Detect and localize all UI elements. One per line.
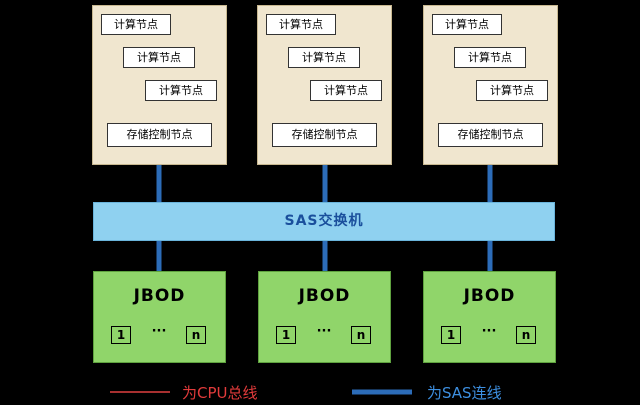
server-cluster-2: 计算节点 计算节点 计算节点 存储控制节点 — [257, 5, 392, 165]
storage-controller-node: 存储控制节点 — [107, 123, 212, 147]
compute-node: 计算节点 — [288, 47, 360, 68]
server-cluster-3: 计算节点 计算节点 计算节点 存储控制节点 — [423, 5, 558, 165]
disk-ellipsis: ··· — [151, 324, 167, 339]
disk-first: 1 — [111, 326, 131, 344]
compute-node: 计算节点 — [432, 14, 502, 35]
disk-ellipsis: ··· — [316, 324, 332, 339]
storage-controller-node: 存储控制节点 — [272, 123, 377, 147]
jbod-title: JBOD — [133, 286, 186, 306]
server-cluster-1: 计算节点 计算节点 计算节点 存储控制节点 — [92, 5, 227, 165]
sas-switch: SAS交换机 — [93, 202, 555, 241]
jbod-enclosure-2: JBOD 1 ··· n — [258, 271, 391, 363]
disk-first: 1 — [276, 326, 296, 344]
storage-controller-node: 存储控制节点 — [438, 123, 543, 147]
jbod-enclosure-1: JBOD 1 ··· n — [93, 271, 226, 363]
legend-sas-link-label: 为SAS连线 — [427, 384, 502, 402]
sas-links — [156, 165, 493, 271]
legend-cpu-bus-label: 为CPU总线 — [182, 384, 258, 402]
compute-node: 计算节点 — [145, 80, 217, 101]
disk-last: n — [351, 326, 371, 344]
jbod-title: JBOD — [298, 286, 351, 306]
disk-first: 1 — [441, 326, 461, 344]
compute-node: 计算节点 — [454, 47, 526, 68]
jbod-title: JBOD — [463, 286, 516, 306]
disk-last: n — [516, 326, 536, 344]
compute-node: 计算节点 — [266, 14, 336, 35]
disk-last: n — [186, 326, 206, 344]
compute-node: 计算节点 — [476, 80, 548, 101]
jbod-enclosure-3: JBOD 1 ··· n — [423, 271, 556, 363]
compute-node: 计算节点 — [310, 80, 382, 101]
compute-node: 计算节点 — [123, 47, 195, 68]
disk-ellipsis: ··· — [481, 324, 497, 339]
compute-node: 计算节点 — [101, 14, 171, 35]
